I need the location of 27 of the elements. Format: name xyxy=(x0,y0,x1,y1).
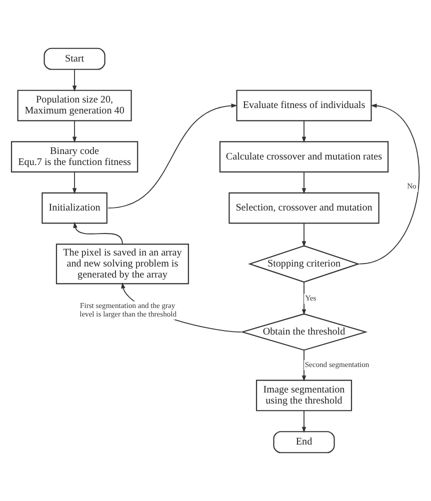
node-box: Population size 20, Maximum generation 40 xyxy=(17,90,132,122)
arrow xyxy=(302,282,306,316)
arrow xyxy=(108,104,238,209)
node-diamond: Stopping criterion xyxy=(248,245,360,283)
node-box: Start xyxy=(44,48,106,70)
node-box: Evaluate fitness of individuals xyxy=(236,90,372,122)
arrow xyxy=(72,172,77,194)
arrow xyxy=(302,350,306,382)
edge-label: Yes xyxy=(305,294,316,303)
arrow xyxy=(72,120,77,143)
arrow xyxy=(302,410,306,433)
node-box: Image segmentation using the threshold xyxy=(256,380,352,412)
arrow xyxy=(302,222,306,248)
edge-label: No xyxy=(407,182,416,191)
node-diamond: Obtain the threshold xyxy=(240,313,368,351)
node-box: The pixel is saved in an array and new solving problem is generated by the array xyxy=(56,244,189,284)
arrow xyxy=(72,69,77,92)
edge-label: First segmentation and the gray level is larger than the threshold xyxy=(80,301,177,319)
arrow xyxy=(73,222,123,245)
node-box: Initialization xyxy=(42,192,108,224)
edge-label: Second segmentation xyxy=(304,360,370,370)
node-box: Selection, crossover and mutation xyxy=(228,192,380,224)
node-box: Calculate crossover and mutation rates xyxy=(219,141,389,172)
arrow xyxy=(302,120,306,143)
node-box: Binary code Equ.7 is the function fitness xyxy=(10,141,138,172)
node-box: End xyxy=(273,431,335,454)
arrow xyxy=(302,172,306,194)
